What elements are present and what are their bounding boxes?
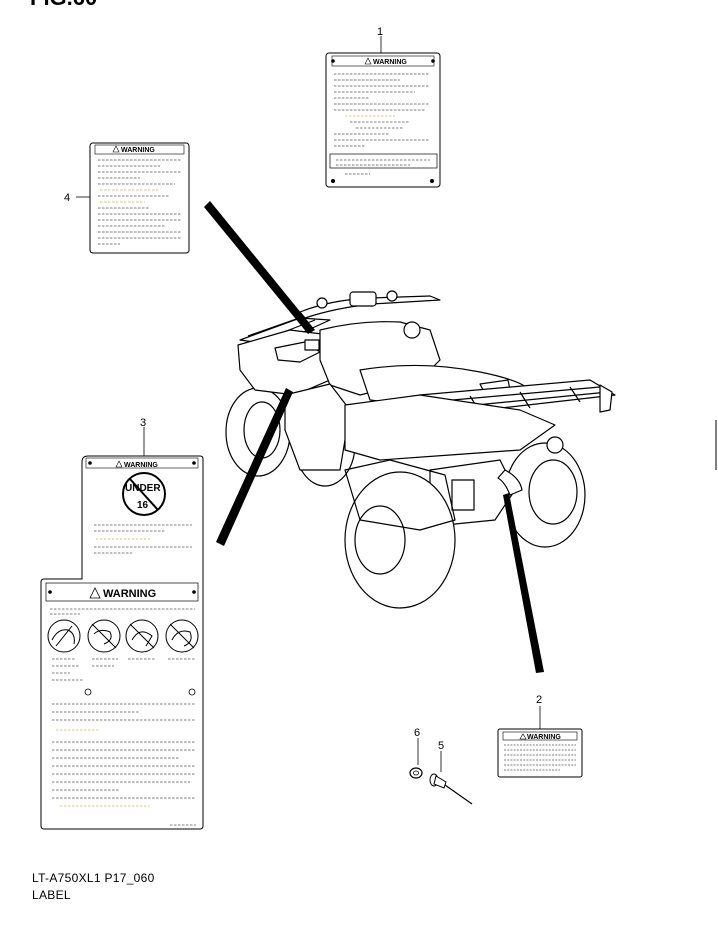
warning-triangle-icon [519,733,527,740]
callout-4: 4 [64,192,70,204]
diagram-code: LT-A750XL1 P17_060 [32,871,155,885]
callout-2: 2 [536,694,542,706]
label-1[interactable]: WARNING [325,36,441,188]
callout-6: 6 [414,727,420,739]
atv-illustration [225,290,616,609]
figure-title: FIG.60 [30,0,97,10]
under-16-symbol: UNDER 16 [122,472,166,516]
label-4-warning-word: WARNING [121,147,155,154]
callout-5: 5 [438,740,444,752]
warning-triangle-icon [89,587,101,599]
washer-part-6[interactable] [409,738,423,779]
pictogram-row [47,619,199,653]
label-3[interactable]: WARNING UNDER 16 WARNING [40,427,204,830]
label-2[interactable]: WARNING [497,706,583,778]
diagram-name: LABEL [32,888,71,902]
warning-triangle-icon [364,57,372,65]
warning-triangle-icon [112,145,120,153]
under-16-number: 16 [137,500,149,511]
label-4[interactable]: WARNING [76,142,190,254]
warning-triangle-icon [115,460,123,468]
label-1-warning-word: WARNING [373,59,407,66]
label-3-warning-word: WARNING [103,588,156,600]
callout-1: 1 [377,26,383,38]
label-3-top-warning-word: WARNING [124,462,158,469]
rivet-part-5[interactable] [429,751,473,805]
callout-3: 3 [140,417,146,429]
label-2-warning-word: WARNING [527,734,561,741]
under-16-text: UNDER [125,483,161,494]
pointer-lines [204,201,544,673]
